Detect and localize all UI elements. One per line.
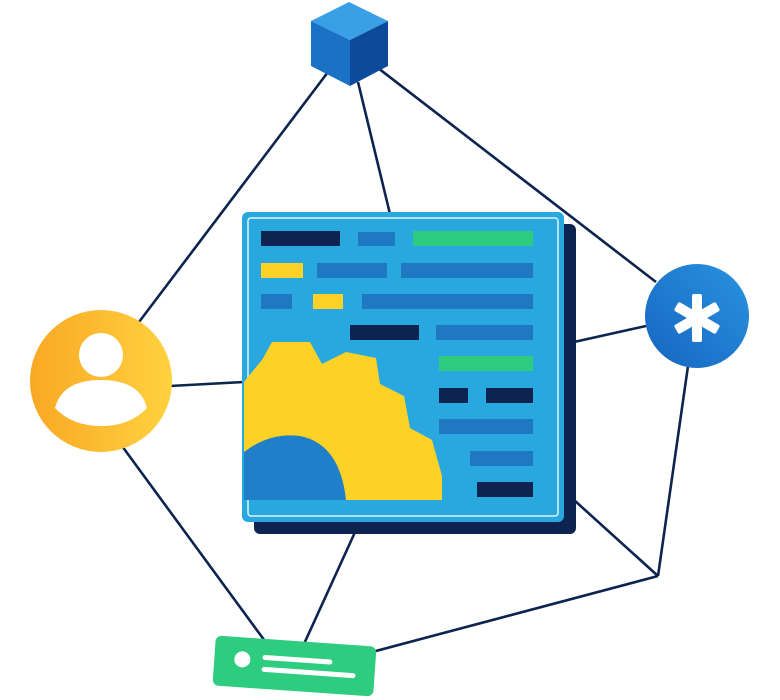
user-shoulders: [55, 380, 147, 426]
code-bar: [317, 263, 387, 278]
edge-cube-panel: [356, 81, 392, 215]
edge-cube-asterisk: [377, 66, 657, 284]
user-head: [79, 333, 123, 377]
code-bar: [436, 325, 533, 340]
code-bars: [261, 231, 533, 497]
code-bar: [261, 263, 303, 278]
code-bar: [313, 294, 343, 309]
cube-left: [311, 21, 350, 86]
edge-cube-user: [134, 71, 330, 327]
message-card-icon: [212, 635, 377, 697]
code-bar: [486, 388, 533, 403]
message-line-2: [261, 666, 356, 679]
gear-hub: [244, 435, 346, 500]
cube-right: [350, 21, 388, 86]
edge-panel-message: [302, 529, 358, 645]
code-bar: [358, 232, 395, 246]
code-bar: [350, 325, 419, 340]
cube-icon: [311, 2, 388, 86]
message-dot: [234, 651, 251, 668]
panel-inner-border: [247, 217, 559, 517]
cube-top: [311, 2, 388, 40]
edge-panel-corner: [573, 499, 659, 577]
code-bar: [439, 419, 533, 434]
code-bar: [401, 263, 533, 278]
code-bar: [470, 451, 533, 466]
code-editor-panel-icon: [242, 212, 576, 534]
gear-graphic: [244, 342, 442, 500]
connection-lines: [120, 66, 690, 654]
edge-message-corner: [371, 574, 659, 654]
edge-user-message: [120, 445, 272, 649]
code-bar: [439, 388, 468, 403]
edge-asterisk-corner: [656, 365, 690, 577]
code-bar: [477, 482, 533, 497]
code-bar: [261, 231, 340, 246]
user-avatar-icon: [30, 310, 172, 452]
code-bar: [439, 356, 533, 371]
message-line-1: [262, 654, 333, 665]
asterisk-icon: [645, 264, 749, 368]
code-bar: [413, 231, 533, 246]
edge-asterisk-panel: [573, 324, 647, 344]
code-bar: [261, 294, 292, 309]
code-bar: [362, 294, 533, 309]
edge-user-panel: [169, 380, 245, 388]
